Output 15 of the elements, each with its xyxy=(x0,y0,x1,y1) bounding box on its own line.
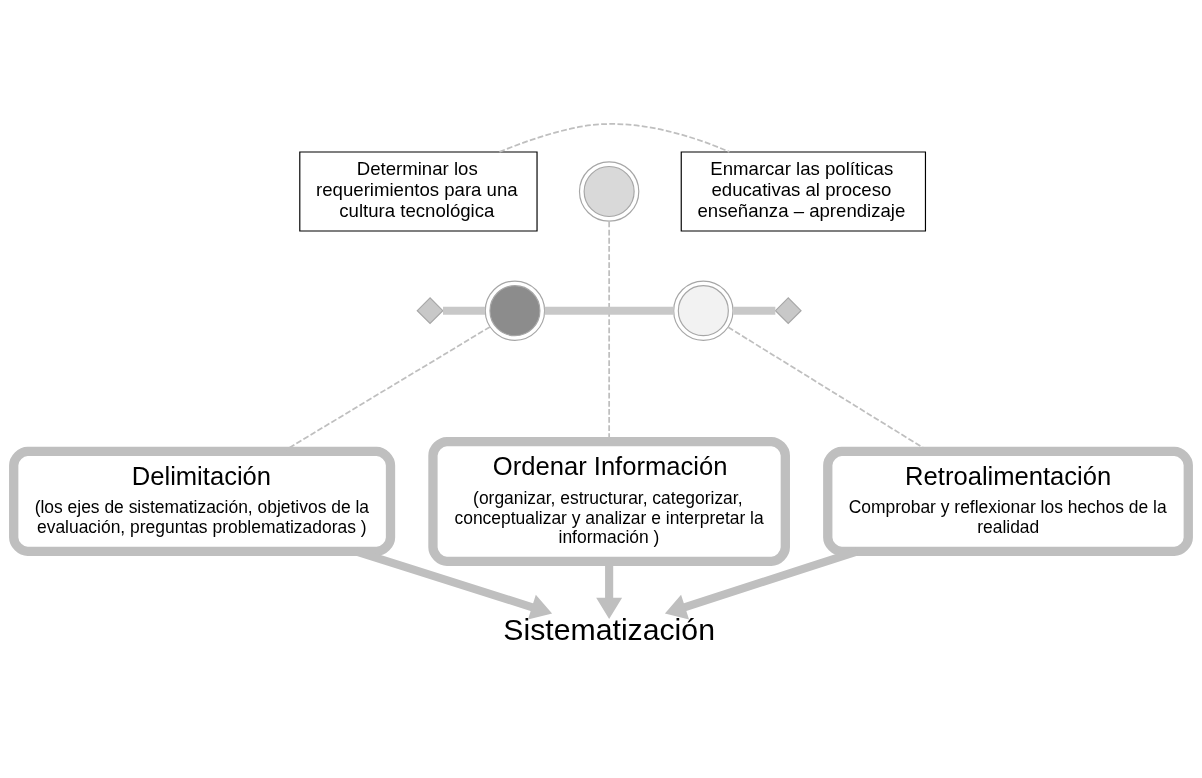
node-diamond xyxy=(774,297,802,325)
node-circle xyxy=(673,280,734,341)
connector xyxy=(733,306,776,315)
connector xyxy=(443,306,486,315)
node-circle xyxy=(484,280,546,341)
node-box: Delimitación (los ejes de sistematización, objetivos de la evaluación, preguntas problematizadoras ) xyxy=(9,446,396,557)
connector xyxy=(544,306,674,315)
node-box: Enmarcar las políticas educativas al proceso enseñanza – aprendizaje xyxy=(680,151,927,232)
node-box: Ordenar Información (organizar, estructurar, categorizar, conceptualizar y analizar e interpretar la información ) xyxy=(428,436,790,566)
node-box: Retroalimentación Comprobar y reflexionar los hechos de la realidad xyxy=(823,446,1193,557)
node-diamond xyxy=(416,297,444,325)
node-circle xyxy=(578,161,640,222)
node-text: Sistematización xyxy=(503,613,715,647)
connector xyxy=(498,123,731,153)
node-box: Determinar los requerimientos para una cultura tecnológica xyxy=(299,151,538,232)
